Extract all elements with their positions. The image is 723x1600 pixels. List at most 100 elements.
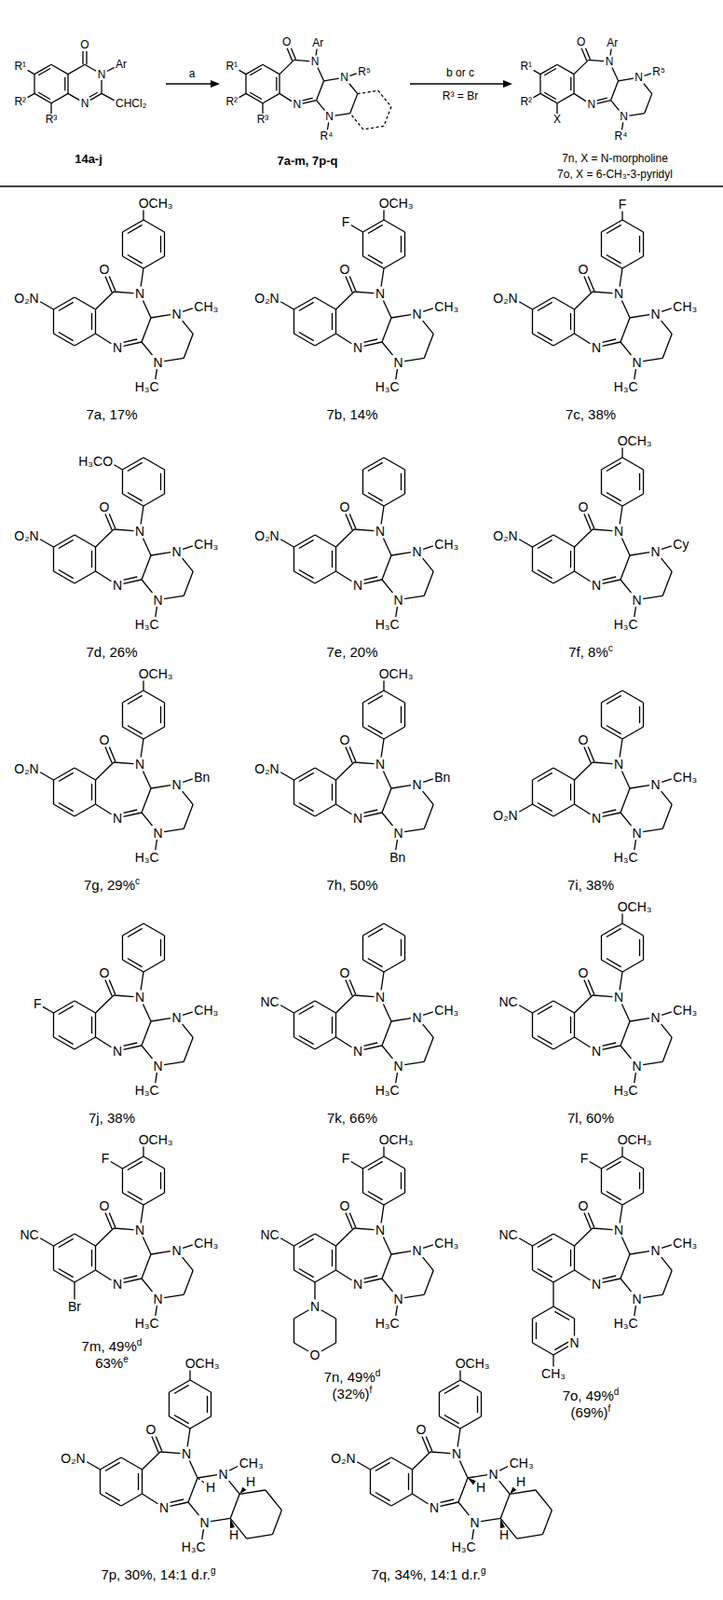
atom-label: Bn [193, 770, 210, 784]
bond-line [155, 368, 158, 380]
atom-label: N [470, 1515, 480, 1529]
atom-label: OCH₃ [617, 900, 653, 914]
bond-line [618, 78, 634, 82]
atom-label: NC [499, 1227, 519, 1242]
bond-line [572, 74, 574, 95]
atom-label: OCH₃ [138, 667, 174, 681]
bond-line [574, 571, 591, 582]
bond-line [335, 309, 337, 334]
atom-label: N [591, 341, 601, 355]
compound-label: 7b, 14% [326, 406, 378, 423]
bond-line [661, 1244, 672, 1249]
bond-line [532, 1342, 554, 1355]
bond-line [557, 64, 574, 74]
bond-line [58, 772, 74, 781]
atom-label: H₃C [135, 850, 160, 864]
atom-label: N [412, 307, 423, 321]
bond-line [391, 1251, 411, 1255]
bond-line [163, 231, 165, 257]
atom-label: N [353, 341, 363, 355]
bond-line [123, 1275, 138, 1279]
bond-line [163, 1168, 165, 1193]
bond-line [400, 235, 402, 253]
bond-line [182, 1023, 194, 1037]
bond-line [404, 1294, 424, 1297]
bond-line [622, 457, 644, 470]
atom-label: O [416, 1422, 427, 1436]
bond-line [602, 809, 617, 813]
bond-line [160, 235, 162, 253]
bond-line [163, 828, 184, 832]
bond-line [142, 1451, 161, 1470]
atom-label: O [578, 966, 589, 980]
bond-line [42, 1006, 55, 1013]
bond-line [606, 927, 622, 937]
bond-line [383, 219, 406, 232]
atom-label: H₃C [375, 1083, 400, 1097]
bond-line [280, 1238, 294, 1246]
footnote-mark: d [375, 1367, 382, 1378]
bond-line [629, 552, 650, 556]
bond-line [500, 1493, 510, 1518]
bond-line [95, 309, 96, 334]
bond-line [587, 1213, 595, 1228]
bond-line [574, 1269, 591, 1281]
bond-line [532, 1306, 554, 1319]
atom-label: NC [20, 1227, 40, 1242]
bond-line [620, 1045, 632, 1059]
atom-label: N [591, 1277, 601, 1291]
atom-label: R² [225, 95, 238, 108]
label-line: 7m, 49%d [81, 1337, 143, 1355]
atom-label: N [153, 1292, 164, 1306]
compound-yield: 7d, 26% [85, 643, 137, 660]
atom-label: H [205, 1480, 216, 1494]
bond-line [278, 74, 280, 95]
atom-label: H [229, 1527, 239, 1542]
bond-line [202, 1528, 205, 1540]
atom-label: R⁴ [614, 130, 628, 142]
bond-line [197, 1474, 218, 1478]
bond-line [368, 1190, 383, 1200]
bond-line [460, 1379, 482, 1392]
bond-line [127, 254, 143, 263]
bond-line [249, 68, 262, 76]
atom-label: N [181, 1446, 191, 1460]
atom-label: N [591, 578, 601, 592]
arrow-head [503, 80, 513, 88]
atom-label: O [340, 500, 351, 514]
bond-line [622, 493, 644, 506]
bond-line [643, 83, 653, 95]
atom-label: N [81, 97, 90, 110]
label-line: 7p, 30%, 14:1 d.r.g [100, 1566, 216, 1583]
bond-line [85, 51, 87, 65]
atom-label: N [172, 307, 182, 321]
bond-line [661, 1011, 672, 1016]
bond-line [422, 1244, 434, 1249]
bond-line [364, 1275, 379, 1279]
atom-label: N [325, 110, 334, 123]
bond-line [425, 1436, 433, 1452]
atom-label: N [375, 990, 385, 1004]
atom-label: O₂N [492, 529, 518, 543]
bond-line [622, 690, 644, 703]
atom-label: NC [260, 1227, 280, 1242]
bond-line [621, 1237, 630, 1256]
bond-line [458, 1501, 470, 1515]
bond-line [404, 702, 406, 727]
bond-line [336, 333, 353, 344]
atom-label: O [340, 1199, 351, 1213]
atom-label: R⁴ [320, 130, 334, 142]
bond-line [382, 1237, 392, 1256]
bond-line [422, 320, 435, 334]
bond-line [95, 291, 114, 310]
bond-line [163, 595, 184, 599]
footnote-mark: g [480, 1565, 487, 1576]
bond-line [621, 300, 630, 319]
footnote-mark: g [210, 1565, 217, 1576]
bond-line [606, 224, 622, 233]
atom-label: R¹ [519, 60, 533, 72]
bond-line [600, 702, 602, 727]
atom-label: O₂N [13, 529, 39, 543]
bond-line [612, 68, 619, 82]
atom-label: N [135, 524, 145, 538]
